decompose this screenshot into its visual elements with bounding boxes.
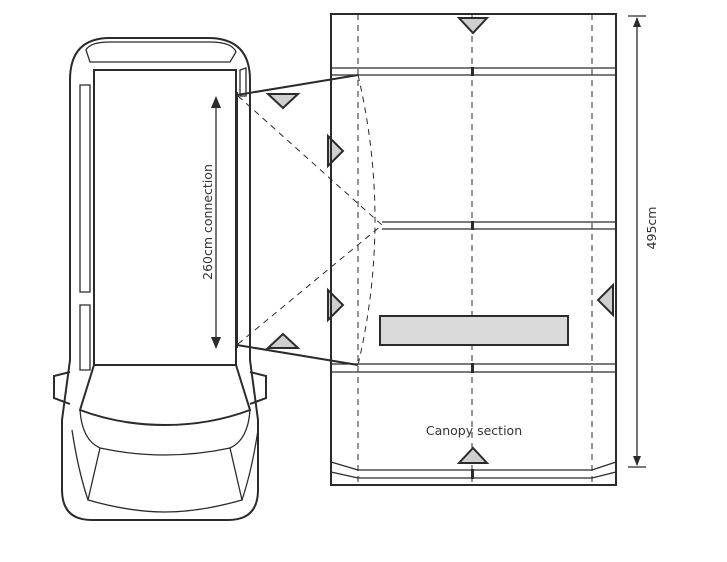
length-dimension: 495cm [628,15,659,468]
door-marker-top [265,93,301,110]
connection-label: 260cm connection [200,164,215,280]
right-mirror [249,371,267,405]
door-marker-side [596,282,614,318]
connection-tunnel [236,74,383,366]
door-marker-bottom [265,332,301,349]
left-mirror [53,371,71,405]
length-label: 495cm [644,207,659,250]
door-marker-canopy [456,446,490,464]
connection-dimension: 260cm connection [200,96,221,349]
window-panel [379,315,569,346]
door-marker-front [456,17,490,35]
canopy-label: Canopy section [426,423,522,438]
awning-body: Canopy section [330,13,617,486]
van [53,37,267,521]
